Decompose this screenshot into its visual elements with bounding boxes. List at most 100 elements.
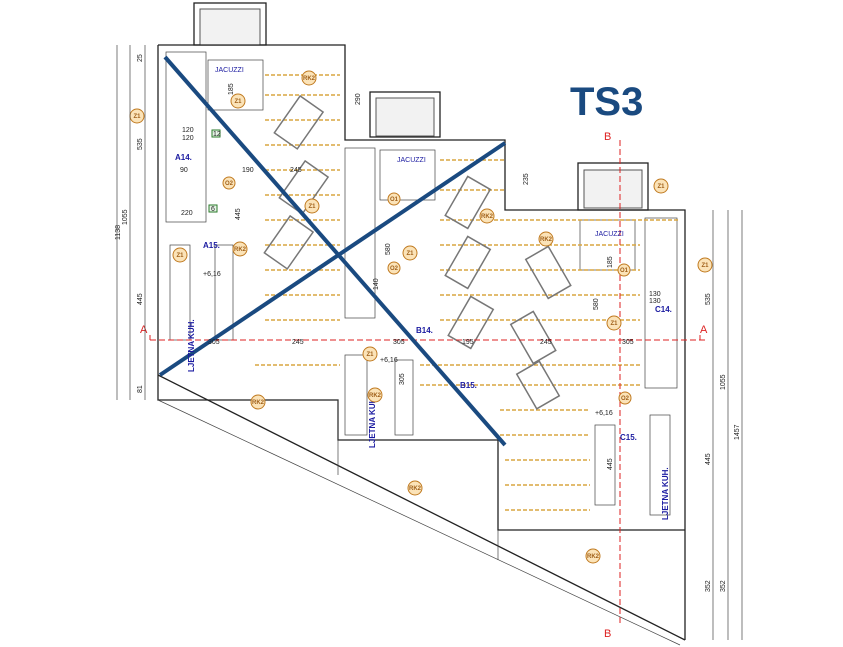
dim-81: 81 (137, 385, 144, 393)
dim-1457: 1457 (734, 424, 741, 440)
svg-text:RK2: RK2 (587, 554, 600, 560)
svg-text:O2: O2 (225, 181, 234, 187)
tag-z1: Z1 (362, 346, 378, 362)
svg-text:6: 6 (211, 206, 215, 213)
walls (157, 44, 686, 646)
dim-305-c: 305 (622, 339, 634, 346)
dim-235: 235 (523, 173, 530, 185)
tag-z1: Z1 (653, 178, 669, 194)
dim-352-b: 352 (720, 580, 727, 592)
dim-305-b: 305 (393, 339, 405, 346)
svg-text:Z1: Z1 (133, 114, 141, 120)
dim-580-c: 580 (593, 298, 600, 310)
dimension-lines (116, 45, 743, 640)
level-b: +6,16 (380, 357, 398, 364)
dim-185-c: 185 (607, 256, 614, 268)
dim-195: 195 (462, 339, 474, 346)
room-a14-label: A14. (175, 153, 192, 162)
tag-rk2: RK2 (538, 231, 554, 247)
tag-rk2: RK2 (232, 241, 248, 257)
tag-o2: O2 (222, 176, 236, 190)
section-mark-b-bottom: B (604, 628, 611, 640)
dim-130: 130 (649, 291, 661, 298)
svg-text:Z1: Z1 (308, 204, 316, 210)
dim-25: 25 (137, 54, 144, 62)
tag-o2: O2 (618, 391, 632, 405)
svg-text:RK2: RK2 (234, 247, 247, 253)
svg-text:RK2: RK2 (252, 400, 265, 406)
kitchen-a-label: LJETNA KUH. (187, 319, 196, 372)
tag-o1: O1 (387, 192, 401, 206)
svg-text:RK2: RK2 (409, 486, 422, 492)
window-tag-12: 12 (211, 129, 221, 138)
kitchen-c-label: LJETNA KUH. (661, 467, 670, 520)
level-c: +6,16 (595, 410, 613, 417)
tag-z1: Z1 (304, 198, 320, 214)
svg-text:Z1: Z1 (610, 321, 618, 327)
tag-rk2: RK2 (407, 480, 423, 496)
dim-245-c: 245 (540, 339, 552, 346)
dim-445: 445 (137, 293, 144, 305)
dim-185: 185 (228, 83, 235, 95)
dim-445-cc: 445 (607, 458, 614, 470)
window-tag-6: 6 (208, 204, 218, 213)
room-c14-label: C14. (655, 305, 672, 314)
dim-1138: 1138 (115, 225, 122, 240)
dim-140: 140 (373, 278, 380, 290)
svg-text:O1: O1 (390, 197, 399, 203)
dim-445-c: 445 (705, 453, 712, 465)
room-b14-label: B14. (416, 326, 433, 335)
dim-535: 535 (137, 138, 144, 150)
section-mark-a-left: A (140, 324, 148, 336)
room-b15-label: B15. (460, 381, 477, 390)
svg-text:RK2: RK2 (481, 214, 494, 220)
svg-text:RK2: RK2 (369, 393, 382, 399)
svg-text:Z1: Z1 (234, 99, 242, 105)
level-a: +6,16 (203, 271, 221, 278)
lounge-chairs (263, 94, 572, 410)
dim-130-b: 130 (649, 298, 661, 305)
tag-rk2: RK2 (585, 548, 601, 564)
svg-text:Z1: Z1 (406, 251, 414, 257)
tag-z1: Z1 (129, 108, 145, 124)
tag-z1: Z1 (172, 247, 188, 263)
dim-245: 245 (292, 339, 304, 346)
dim-580: 580 (385, 243, 392, 255)
svg-text:O1: O1 (620, 268, 629, 274)
tag-rk2: RK2 (250, 394, 266, 410)
tag-rk2: RK2 (479, 208, 495, 224)
tag-rk2: RK2 (367, 387, 383, 403)
dim-1055: 1055 (122, 209, 129, 225)
dim-445-a: 445 (235, 208, 242, 220)
section-lines (149, 140, 705, 625)
svg-text:RK2: RK2 (540, 237, 553, 243)
dim-395: 305 (399, 373, 406, 385)
tag-z1: Z1 (402, 245, 418, 261)
dim-290: 290 (355, 93, 362, 105)
jacuzzi-b-label: JACUZZI (397, 157, 426, 164)
tag-o1: O1 (617, 263, 631, 277)
tag-z1: Z1 (230, 93, 246, 109)
dim-1055-c: 1055 (720, 374, 727, 390)
jacuzzi-c-label: JACUZZI (595, 231, 624, 238)
dim-535-c: 535 (705, 293, 712, 305)
dim-120: 120 (182, 127, 194, 134)
section-mark-b-top: B (604, 131, 611, 143)
svg-text:Z1: Z1 (176, 253, 184, 259)
tag-z1: Z1 (697, 257, 713, 273)
jacuzzi-a-label: JACUZZI (215, 67, 244, 74)
svg-text:Z1: Z1 (366, 352, 374, 358)
dim-352: 352 (705, 580, 712, 592)
kitchen-b-label: LJETNA KUH. (368, 395, 377, 448)
dim-305: 305 (208, 339, 220, 346)
tag-z1: Z1 (606, 315, 622, 331)
room-c15-label: C15. (620, 433, 637, 442)
svg-text:Z1: Z1 (657, 184, 665, 190)
section-mark-a-right: A (700, 324, 708, 336)
tag-o2: O2 (387, 261, 401, 275)
dim-190: 190 (242, 167, 254, 174)
svg-text:O2: O2 (390, 266, 399, 272)
svg-text:12: 12 (213, 131, 221, 138)
dim-245-a: 245 (290, 167, 302, 174)
